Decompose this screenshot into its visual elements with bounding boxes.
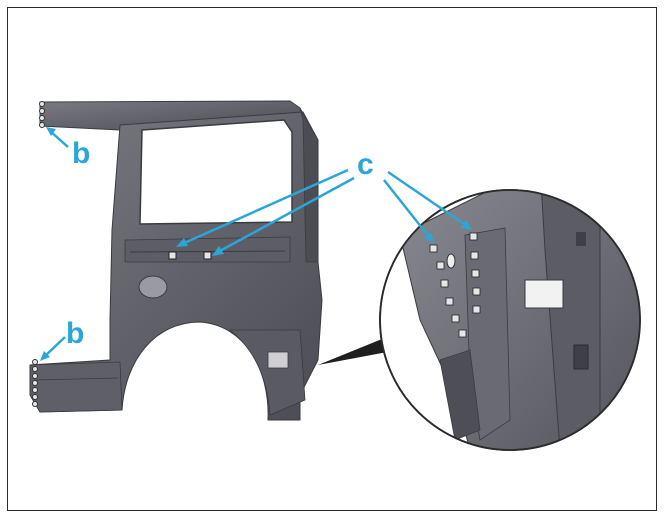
callout-b-upper: b [72,137,90,170]
window-opening [139,119,293,225]
callout-b-lower: b [66,317,84,350]
c-marker-2 [203,251,212,260]
zoom-connector [318,335,398,365]
b-marker-upper [39,101,45,128]
callout-arrows [40,127,472,361]
lower-sill [29,361,123,413]
callout-c: c [357,148,374,181]
c-markers-zoom [429,232,481,338]
zoom-detail [379,189,641,451]
belt-reinforcement [124,236,291,263]
side-panel-assembly [29,100,323,421]
wheelhouse-detail [228,329,306,416]
c-marker-1 [168,251,177,260]
b-marker-lower [32,359,38,407]
fuel-filler-recess [138,275,168,299]
